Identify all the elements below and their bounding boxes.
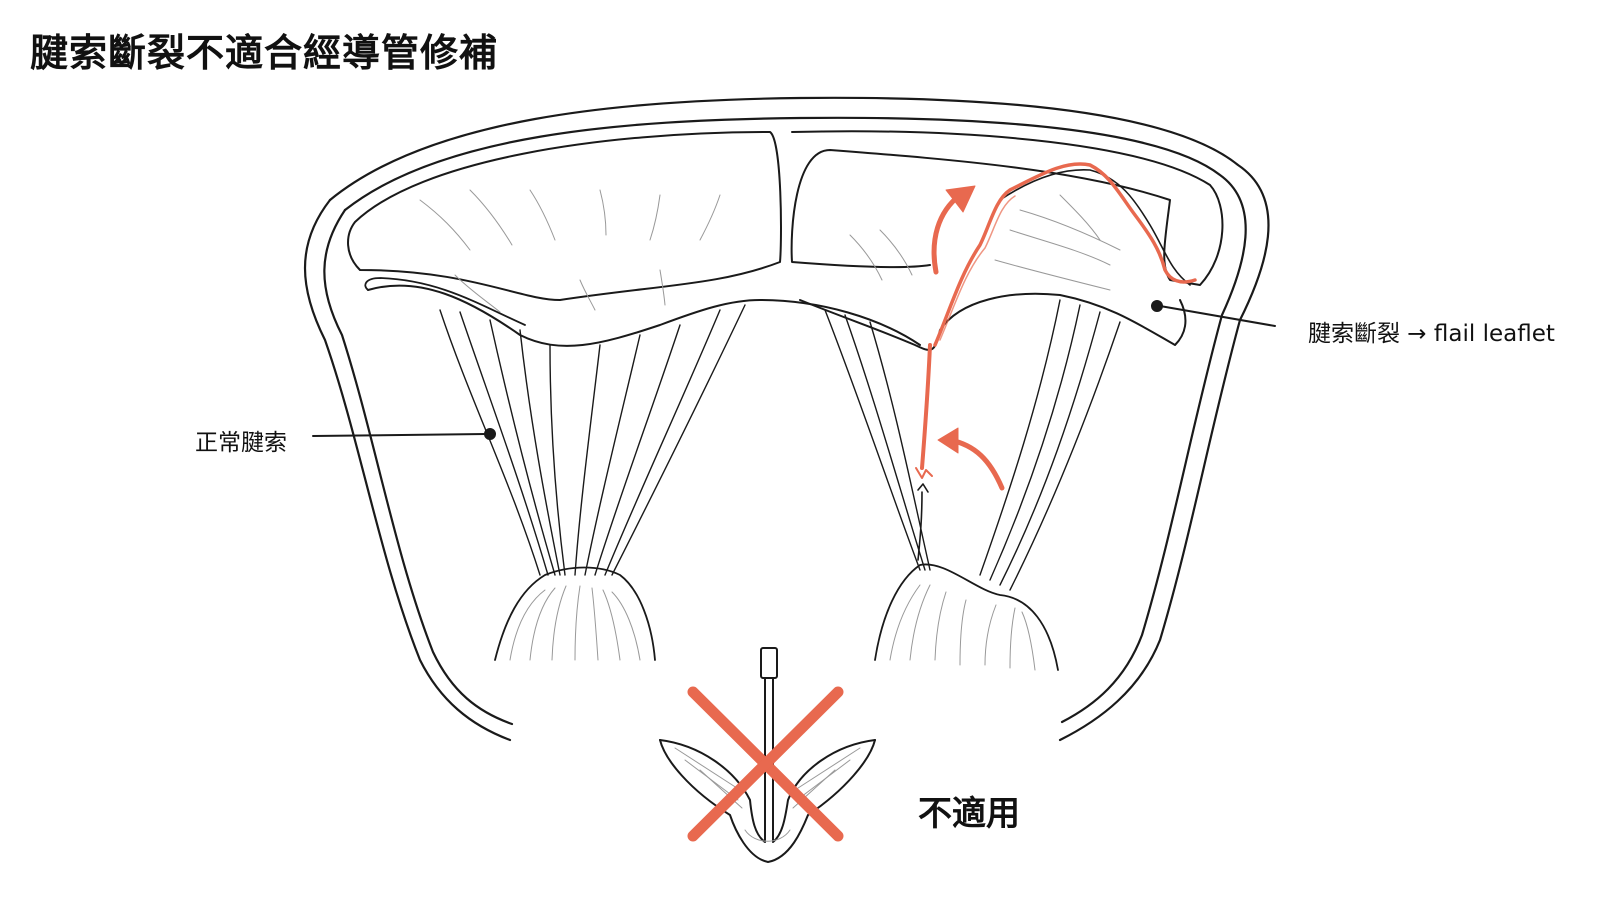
flail-leaflet-highlight-inner (939, 195, 1016, 341)
label-not-applicable: 不適用 (918, 794, 1020, 834)
ventricle-wall (304, 96, 1270, 742)
normal-chordae (439, 304, 746, 576)
arrow-leaflet-up-icon (931, 192, 963, 275)
leader-lines (312, 300, 1276, 440)
left-papillary-muscle (494, 566, 656, 661)
label-chordae-rupture: 腱索斷裂 → flail leaflet (1308, 321, 1555, 347)
right-chordae (824, 299, 1121, 591)
flail-leaflet-highlight (933, 162, 1197, 347)
page-title: 腱索斷裂不適合經導管修補 (30, 31, 499, 75)
right-papillary-muscle (874, 563, 1059, 671)
ruptured-chord (915, 343, 933, 561)
label-normal-chordae: 正常腱索 (195, 430, 287, 456)
motion-arrows (931, 185, 1005, 491)
flail-leaflet (799, 169, 1191, 351)
not-applicable-x-icon (687, 686, 844, 842)
annulus-ring (347, 130, 1224, 301)
clip-device-icon (659, 647, 876, 863)
normal-leaflet (364, 189, 921, 347)
